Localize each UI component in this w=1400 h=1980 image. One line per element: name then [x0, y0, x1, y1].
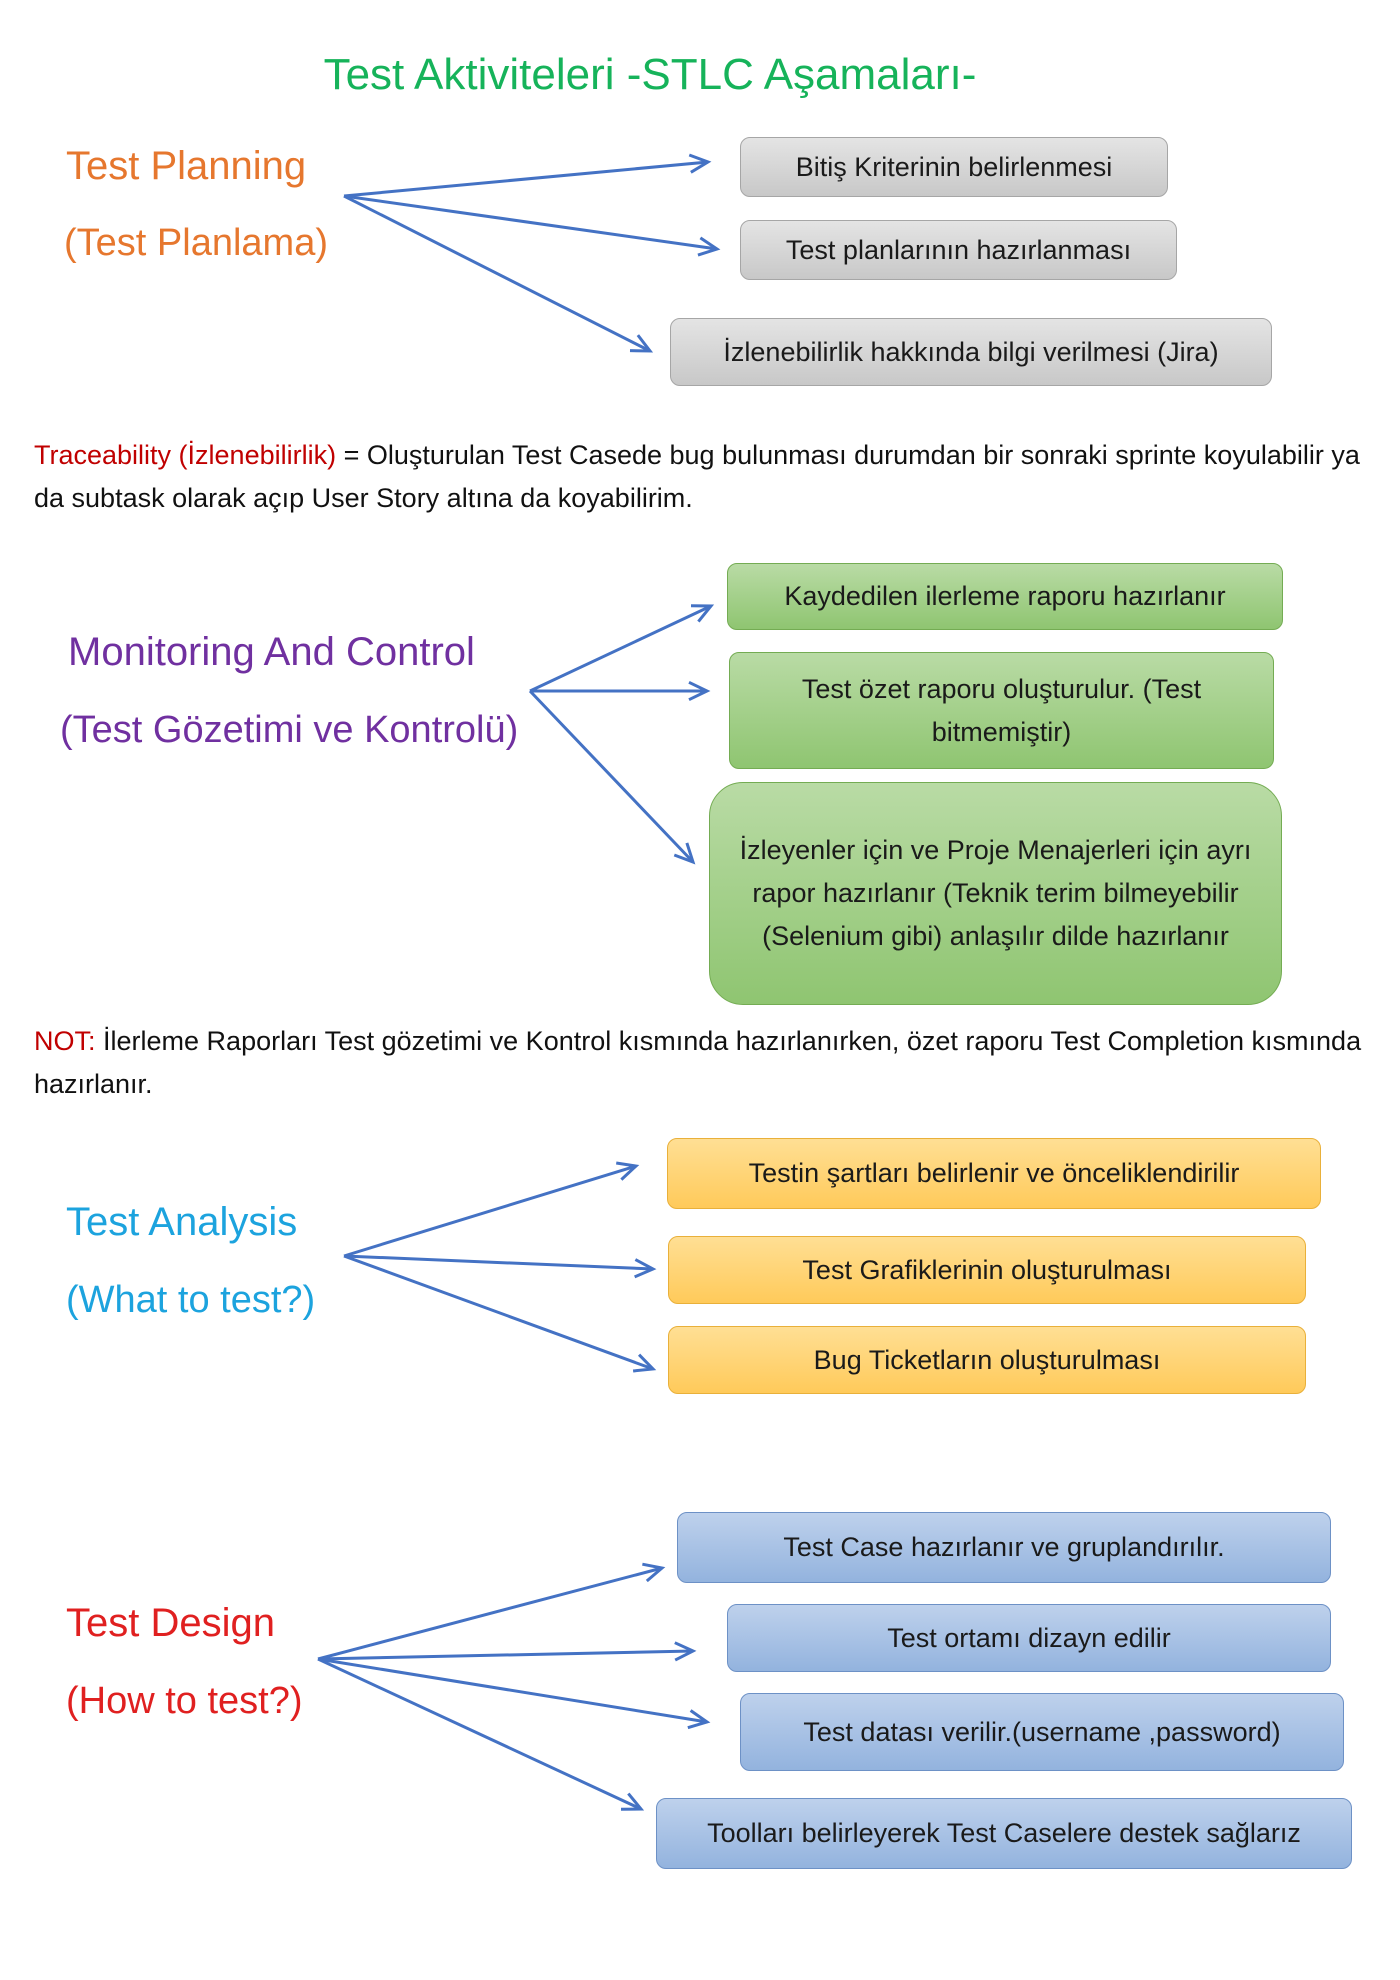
design-heading: Test Design — [66, 1601, 275, 1645]
design-arrow-2 — [317, 1641, 697, 1662]
design-subheading: (How to test?) — [66, 1680, 303, 1722]
analysis-item-3: Bug Ticketların oluşturulması — [668, 1326, 1306, 1394]
planning-heading: Test Planning — [66, 144, 307, 188]
design-arrow-3 — [317, 1657, 711, 1730]
analysis-heading: Test Analysis — [66, 1200, 298, 1244]
planning-arrow-1 — [343, 153, 712, 198]
analysis-arrow-2 — [343, 1254, 657, 1279]
traceability-text: = Oluşturulan Test Casede bug bulunması … — [34, 440, 1360, 513]
progress-note-label: NOT: — [34, 1026, 96, 1056]
design-item-3: Test datası verilir.(username ,password) — [740, 1693, 1344, 1771]
monitoring-item-2: Test özet raporu oluşturulur. (Test bitm… — [729, 652, 1274, 769]
monitoring-item-3: İzleyenler için ve Proje Menajerleri içi… — [709, 782, 1282, 1005]
monitoring-arrow-2 — [530, 680, 711, 702]
planning-item-3: İzlenebilirlik hakkında bilgi verilmesi … — [670, 318, 1272, 386]
design-arrow-4 — [317, 1657, 645, 1811]
analysis-item-1: Testin şartları belirlenir ve önceliklen… — [667, 1138, 1321, 1209]
analysis-subheading: (What to test?) — [66, 1279, 316, 1321]
planning-arrow-2 — [343, 194, 721, 257]
page-title: Test Aktiviteleri -STLC Aşamaları- — [323, 50, 977, 99]
analysis-arrow-1 — [343, 1161, 640, 1258]
planning-subheading: (Test Planlama) — [64, 222, 328, 264]
traceability-label: Traceability (İzlenebilirlik) — [34, 440, 337, 470]
analysis-item-2: Test Grafiklerinin oluşturulması — [668, 1236, 1306, 1304]
monitoring-arrow-3 — [528, 689, 696, 865]
monitoring-arrow-1 — [529, 604, 715, 693]
progress-note: NOT: İlerleme Raporları Test gözetimi ve… — [34, 1020, 1364, 1106]
monitoring-subheading: (Test Gözetimi ve Kontrolü) — [60, 709, 519, 751]
planning-item-1: Bitiş Kriterinin belirlenmesi — [740, 137, 1168, 197]
planning-item-2: Test planlarının hazırlanması — [740, 220, 1177, 280]
design-item-1: Test Case hazırlanır ve gruplandırılır. — [677, 1512, 1331, 1583]
design-item-2: Test ortamı dizayn edilir — [727, 1604, 1331, 1672]
analysis-arrow-3 — [343, 1254, 657, 1373]
design-item-4: Toolları belirleyerek Test Caselere dest… — [656, 1798, 1352, 1869]
progress-note-text: İlerleme Raporları Test gözetimi ve Kont… — [34, 1026, 1362, 1099]
planning-arrow-3 — [343, 194, 654, 353]
traceability-note: Traceability (İzlenebilirlik) = Oluşturu… — [34, 434, 1364, 520]
monitoring-item-1: Kaydedilen ilerleme raporu hazırlanır — [727, 563, 1283, 630]
design-arrow-1 — [317, 1562, 666, 1661]
monitoring-heading: Monitoring And Control — [68, 630, 475, 674]
